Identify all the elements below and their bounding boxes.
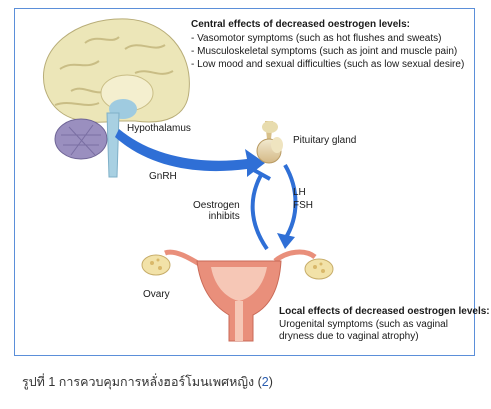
fsh-label: FSH <box>293 200 313 211</box>
brainstem <box>106 112 120 178</box>
gnrh-label: GnRH <box>149 171 177 182</box>
cerebellum <box>54 118 108 160</box>
inhibition-bar <box>251 167 271 181</box>
local-effects-line-2: dryness due to vaginal atrophy) <box>279 331 419 342</box>
uterus-illustration <box>141 249 334 342</box>
pituitary-gland-illustration <box>256 121 283 164</box>
local-effects-line-1: Urogenital symptoms (such as vaginal <box>279 319 448 330</box>
diagram-canvas <box>43 18 334 342</box>
brain-illustration <box>43 18 190 178</box>
right-ovary <box>304 258 334 280</box>
central-effect-item: - Vasomotor symptoms (such as hot flushe… <box>191 33 442 44</box>
central-effect-item: - Musculoskeletal symptoms (such as join… <box>191 46 458 57</box>
local-effects-title: Local effects of decreased oestrogen lev… <box>279 306 490 317</box>
oestrogen-inhibits-label: Oestrogen inhibits <box>193 200 240 222</box>
reference-link[interactable]: 2 <box>261 375 269 389</box>
ovary-label: Ovary <box>143 289 170 300</box>
gnrh-arrow <box>115 129 265 177</box>
diagram-frame: Central effects of decreased oestrogen l… <box>14 8 490 356</box>
central-effects-title: Central effects of decreased oestrogen l… <box>191 19 410 30</box>
hypothalamus-label: Hypothalamus <box>127 123 191 134</box>
lh-fsh-arrowhead <box>277 233 295 249</box>
lh-label: LH <box>293 187 306 198</box>
figure-caption: รูปที่ 1 การควบคุมการหลั่งฮอร์โมนเพศหญิง… <box>22 375 273 389</box>
lh-fsh-arrow <box>283 163 298 241</box>
caption-text: รูปที่ 1 การควบคุมการหลั่งฮอร์โมนเพศหญิง <box>22 375 255 389</box>
central-effects-list: - Vasomotor symptoms (such as hot flushe… <box>191 32 464 71</box>
left-ovary <box>141 254 171 276</box>
oestrogen-inhibits-line <box>250 174 269 251</box>
central-effect-item: - Low mood and sexual difficulties (such… <box>191 59 465 70</box>
pituitary-gland-label: Pituitary gland <box>293 135 357 146</box>
